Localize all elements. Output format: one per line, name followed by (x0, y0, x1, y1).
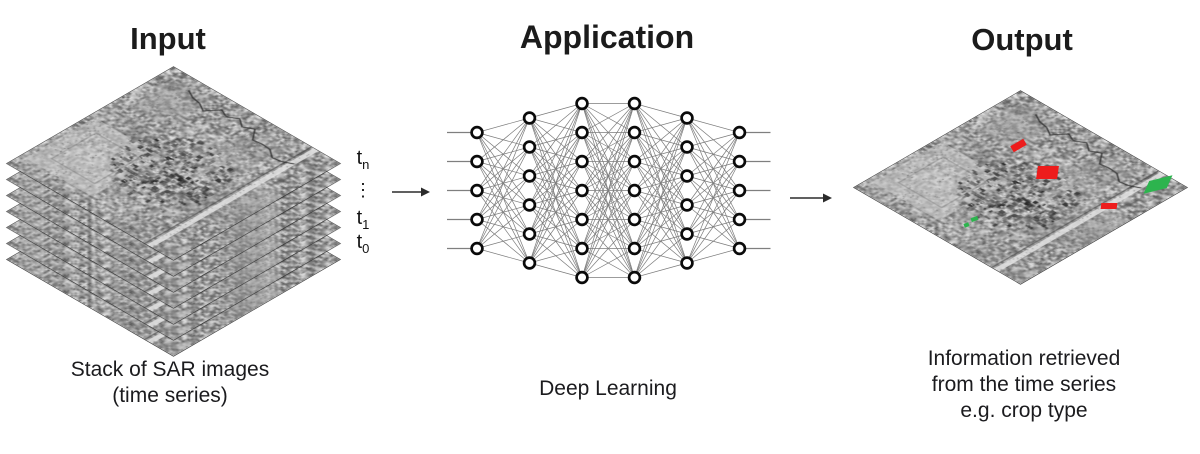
network-node (627, 154, 642, 169)
network-node (732, 125, 747, 140)
network-to-output-arrow (790, 193, 832, 203)
network-node (522, 140, 537, 154)
network-node (575, 154, 589, 169)
red-field-annotation (1036, 166, 1059, 179)
network-node (575, 125, 589, 140)
network-node (680, 169, 694, 183)
network-node (680, 227, 694, 241)
neural-network (447, 96, 771, 285)
network-nodes (470, 96, 747, 285)
network-node (575, 270, 589, 285)
network-node (627, 241, 642, 256)
input-title: Input (130, 21, 206, 56)
red-field-annotation (1100, 203, 1118, 209)
network-node (575, 183, 589, 198)
network-node (680, 198, 694, 212)
application-title: Application (519, 19, 695, 55)
network-node (627, 270, 642, 285)
network-node (627, 183, 642, 198)
network-node (575, 96, 589, 111)
time-label: ⋮ (354, 180, 372, 200)
network-node (470, 183, 484, 198)
network-node (627, 212, 642, 227)
network-node (680, 256, 694, 270)
network-io-stubs (447, 131, 771, 250)
network-node (627, 125, 642, 140)
arrowhead-icon (421, 187, 430, 197)
network-node (732, 183, 747, 198)
output-title: Output (971, 22, 1073, 57)
network-node (522, 227, 537, 241)
time-label: t0 (356, 231, 370, 256)
network-node (732, 241, 747, 256)
network-node (470, 154, 484, 169)
network-edges (476, 103, 740, 278)
network-node (732, 212, 747, 227)
network-node (575, 241, 589, 256)
network-node (470, 212, 484, 227)
network-node (522, 198, 537, 212)
network-node (627, 96, 642, 111)
network-node (522, 169, 537, 183)
output-sar-layer (852, 90, 1189, 285)
time-label: t1 (356, 207, 370, 232)
application-caption: Deep Learning (539, 377, 677, 400)
network-node (732, 154, 747, 169)
time-label: tn (356, 147, 370, 172)
network-node (470, 241, 484, 256)
network-node (575, 212, 589, 227)
network-node (680, 111, 694, 125)
network-node (522, 256, 537, 270)
network-node (680, 140, 694, 154)
input-to-network-arrow (392, 187, 430, 197)
output-caption: Information retrieved from the time seri… (927, 347, 1121, 422)
network-node (522, 111, 537, 125)
network-node (470, 125, 484, 140)
input-caption: Stack of SAR images (time series) (70, 358, 270, 407)
arrowhead-icon (823, 193, 832, 203)
